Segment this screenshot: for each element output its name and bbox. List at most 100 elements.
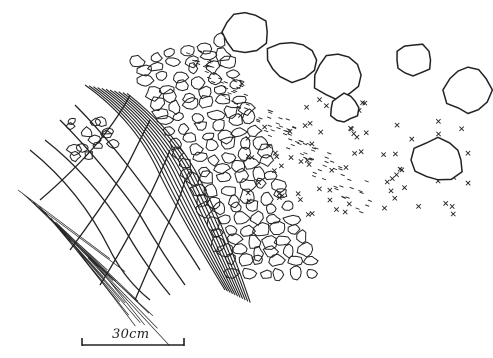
boulder [443, 67, 493, 113]
pebble [181, 46, 194, 56]
dash-mark [277, 127, 281, 129]
pebble [197, 43, 212, 54]
dash-mark [347, 179, 351, 181]
dash-mark [244, 108, 248, 110]
cross-mark [402, 185, 406, 189]
cross-mark [303, 123, 307, 127]
cross-mark [344, 165, 348, 169]
pebble [182, 98, 198, 110]
dash-mark [271, 130, 275, 132]
pebble [253, 223, 269, 236]
pebble [148, 62, 163, 71]
dash-mark [268, 125, 272, 127]
wavy-band-line [114, 91, 242, 299]
cross-mark [393, 152, 397, 156]
cross-mark [410, 137, 414, 141]
dash-mark [186, 53, 190, 55]
dash-mark [300, 141, 304, 143]
pebble [288, 256, 303, 265]
pebble [304, 256, 319, 265]
cross-mark [310, 211, 314, 215]
pebble [273, 268, 284, 280]
horizontal-lamination-zone [18, 190, 170, 346]
dash-mark [278, 118, 282, 120]
pebble [227, 70, 240, 78]
pebble [261, 270, 272, 278]
pebble [164, 48, 174, 57]
dash-mark [224, 82, 228, 84]
dash-mark [346, 197, 350, 199]
dash-mark [312, 176, 316, 178]
pebble [231, 128, 248, 137]
cross-mark [250, 155, 254, 159]
cross-mark [355, 135, 359, 139]
lamination-line [74, 246, 140, 323]
cross-mark [298, 197, 302, 201]
small-clast [81, 127, 92, 137]
pebble [232, 244, 248, 254]
cross-mark [352, 151, 356, 155]
dash-mark [323, 165, 327, 167]
dash-mark [205, 71, 209, 73]
dash-mark [276, 123, 280, 125]
cross-mark [394, 173, 398, 177]
cross-mark [381, 152, 385, 156]
dash-mark [258, 118, 262, 120]
pebble [151, 53, 162, 62]
pebble [269, 254, 286, 266]
pebble [157, 116, 174, 125]
pebble [297, 242, 312, 257]
cross-mark [246, 154, 250, 158]
pebble [271, 179, 286, 192]
cross-mark [262, 125, 266, 129]
dash-mark [313, 172, 317, 174]
pebble [228, 234, 244, 245]
dash-mark [360, 192, 364, 194]
cross-mark [279, 164, 283, 168]
pebble [214, 164, 231, 174]
pebble [307, 270, 317, 279]
pebble [216, 48, 231, 61]
pebble [176, 80, 189, 91]
dash-mark [288, 134, 292, 136]
cross-mark [395, 123, 399, 127]
dash-mark [350, 187, 354, 189]
cross-mark [389, 189, 393, 193]
pebble [261, 192, 273, 205]
cross-mark [390, 176, 394, 180]
dash-mark [211, 81, 215, 83]
pebble [248, 125, 262, 136]
pebble [207, 110, 225, 120]
dash-mark [225, 98, 229, 100]
pebble [290, 266, 301, 280]
cross-mark [466, 181, 470, 185]
dash-mark [327, 153, 331, 155]
cross-mark [289, 155, 293, 159]
cross-mark [330, 168, 334, 172]
dash-mark [358, 190, 362, 192]
dash-mark [330, 161, 334, 163]
lens-boundary-line [70, 120, 150, 250]
dash-mark [359, 211, 363, 213]
cross-mark [398, 167, 402, 171]
cross-mark [308, 121, 312, 125]
dash-mark [268, 135, 272, 137]
pebble [206, 140, 218, 151]
dash-mark [286, 119, 290, 121]
lamination-line [57, 226, 148, 313]
pebble [166, 58, 181, 67]
cross-mark [385, 180, 389, 184]
boulder [222, 13, 267, 53]
dash-mark [267, 117, 271, 119]
dash-mark [256, 121, 260, 123]
dash-mark [341, 174, 345, 176]
pebble [202, 133, 213, 140]
cross-mark [307, 162, 311, 166]
dash-mark [231, 91, 235, 93]
dash-mark [303, 153, 307, 155]
lamination-line [28, 198, 113, 281]
cross-mark [299, 159, 303, 163]
cross-mark [310, 142, 314, 146]
